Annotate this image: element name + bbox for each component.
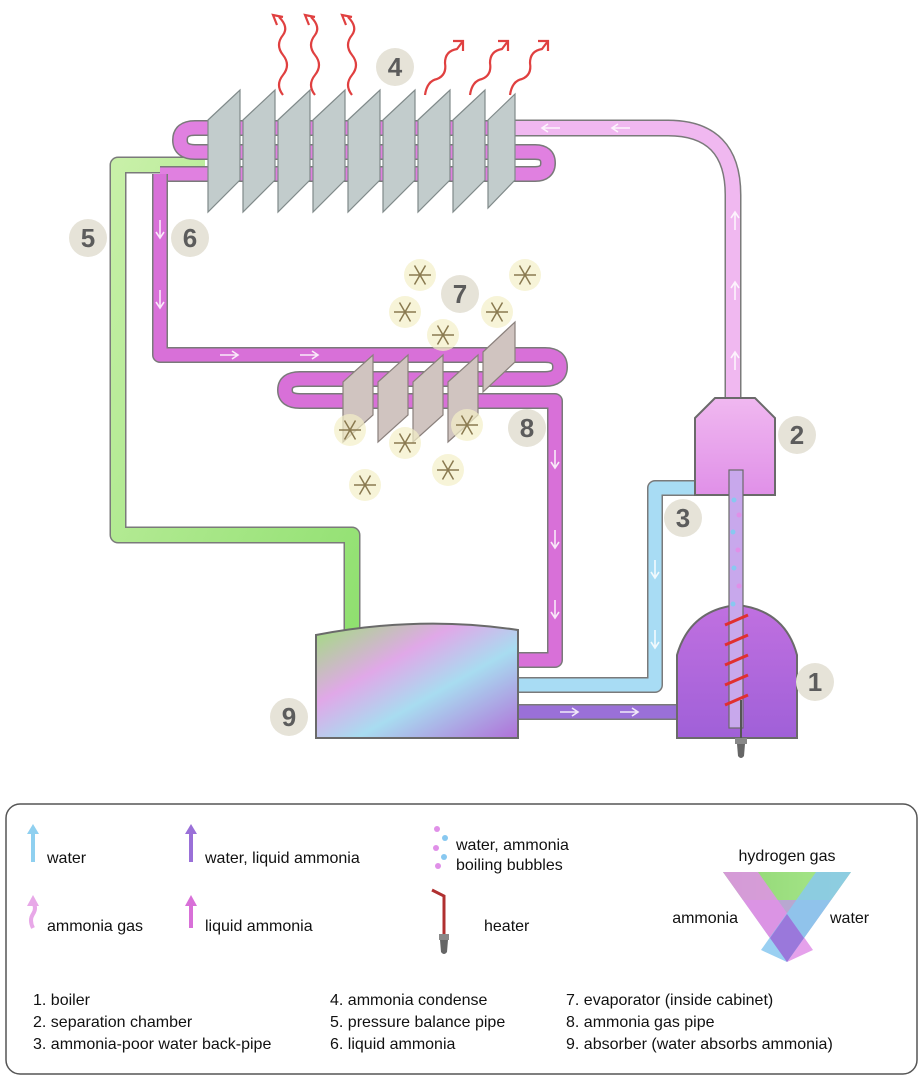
water-liquid-ammonia-arrow-icon (185, 824, 197, 862)
svg-text:5: 5 (81, 223, 95, 253)
triangle-label-left: ammonia (672, 910, 738, 927)
triangle-label-top: hydrogen gas (739, 848, 836, 865)
svg-text:8: 8 (520, 413, 534, 443)
triangle-label-right: water (829, 910, 870, 927)
badge-9: 9 (270, 698, 308, 736)
legend-box (5, 803, 918, 1075)
list-item-7: 7. evaporator (inside cabinet) (566, 992, 773, 1009)
badge-7: 7 (441, 275, 479, 313)
heater-plug (735, 738, 747, 744)
color-mixing-triangle (723, 872, 851, 962)
separation-chamber (694, 397, 776, 496)
boiling-bubbles-icon (433, 826, 448, 869)
badge-5: 5 (69, 219, 107, 257)
svg-text:9: 9 (282, 702, 296, 732)
list-item-3: 3. ammonia-poor water back-pipe (33, 1036, 271, 1053)
component-list: 1. boiler 2. separation chamber 3. ammon… (33, 992, 833, 1053)
svg-text:2: 2 (790, 420, 804, 450)
water-arrow-icon (27, 824, 39, 862)
svg-text:3: 3 (676, 503, 690, 533)
svg-text:7: 7 (453, 279, 467, 309)
svg-text:6: 6 (183, 223, 197, 253)
list-item-6: 6. liquid ammonia (330, 1036, 456, 1053)
badge-4: 4 (376, 48, 414, 86)
ammonia-gas-arrow-icon (27, 895, 39, 929)
heat-waves (271, 13, 550, 96)
legend-heater: heater (484, 918, 530, 935)
legend-water: water (46, 850, 87, 867)
badge-2: 2 (778, 416, 816, 454)
svg-text:1: 1 (808, 667, 822, 697)
badge-8: 8 (508, 409, 546, 447)
legend-liquid-ammonia: liquid ammonia (205, 918, 313, 935)
badge-3: 3 (664, 499, 702, 537)
bubble-pump-tube (728, 469, 744, 729)
legend-ammonia-gas: ammonia gas (47, 918, 143, 935)
evaporator-fins (342, 320, 516, 444)
legend-bubbles-line2: boiling bubbles (456, 857, 563, 874)
list-item-2: 2. separation chamber (33, 1014, 193, 1031)
snowflakes (334, 259, 541, 501)
list-item-8: 8. ammonia gas pipe (566, 1014, 715, 1031)
heater-icon (431, 888, 449, 954)
liquid-ammonia-arrow-icon (185, 895, 197, 928)
component-badges: 1 2 3 4 5 6 7 8 9 (69, 48, 834, 736)
condenser-fins (207, 88, 516, 214)
list-item-4: 4. ammonia condense (330, 992, 488, 1009)
legend-bubbles-line1: water, ammonia (455, 837, 569, 854)
heater-coil (724, 613, 749, 707)
svg-text:4: 4 (388, 52, 403, 82)
boiling-bubbles (730, 497, 742, 607)
list-item-5: 5. pressure balance pipe (330, 1014, 505, 1031)
badge-6: 6 (171, 219, 209, 257)
legend-water-liquid-ammonia: water, liquid ammonia (204, 850, 360, 867)
absorber-vessel (315, 622, 519, 739)
list-item-9: 9. absorber (water absorbs ammonia) (566, 1036, 833, 1053)
badge-1: 1 (796, 663, 834, 701)
list-item-1: 1. boiler (33, 992, 91, 1009)
